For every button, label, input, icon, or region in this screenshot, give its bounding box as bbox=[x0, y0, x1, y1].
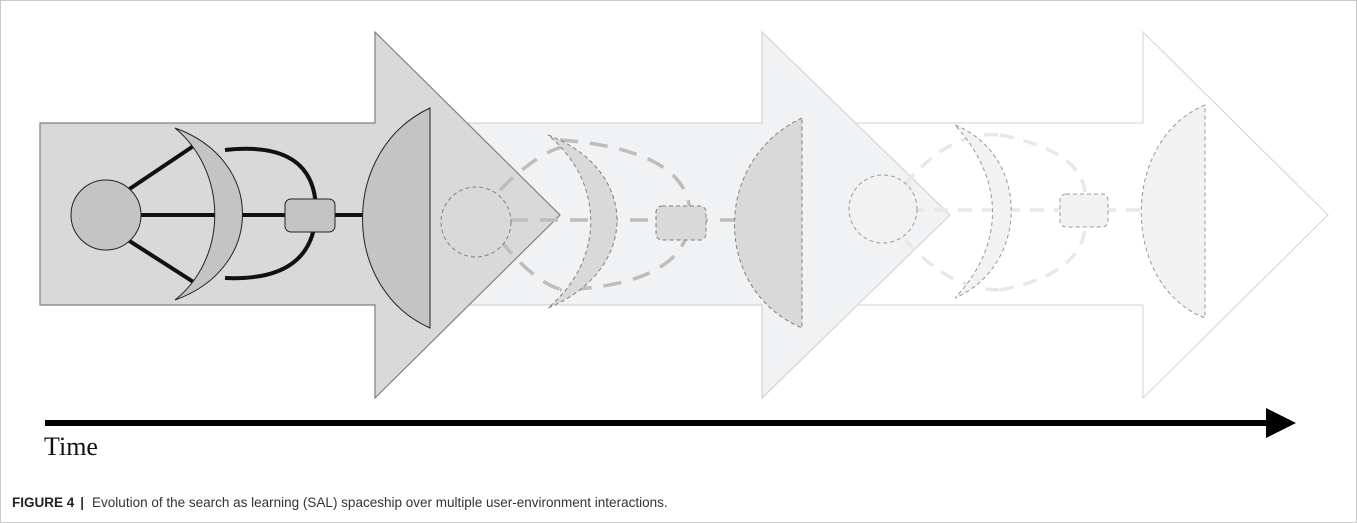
figure-number: FIGURE 4 bbox=[12, 495, 75, 510]
stage-2-link-top bbox=[498, 143, 576, 192]
caption-text: Evolution of the search as learning (SAL… bbox=[92, 495, 668, 510]
stage-3-link-arc-top bbox=[999, 133, 1087, 193]
stage-1-link-bottom bbox=[126, 238, 197, 285]
stage-2-crescent bbox=[547, 134, 618, 309]
time-axis-label: Time bbox=[44, 432, 98, 461]
time-axis bbox=[45, 408, 1296, 438]
stage-1-square-node bbox=[284, 198, 336, 233]
stage-1-spaceship bbox=[70, 107, 431, 329]
figure-caption: FIGURE 4 | Evolution of the search as lear… bbox=[12, 495, 668, 510]
stage-1-link-top bbox=[126, 143, 197, 192]
stage-3-link-arc-bottom bbox=[999, 227, 1087, 292]
time-axis-line bbox=[45, 420, 1270, 426]
stage-2-link-bottom bbox=[498, 238, 576, 293]
stage-2-spaceship bbox=[440, 117, 803, 329]
stage-3-link-top bbox=[903, 132, 1001, 187]
stage-3-crescent bbox=[954, 124, 1012, 299]
stage-2-circle-node bbox=[440, 186, 512, 258]
caption-separator: | bbox=[80, 495, 85, 510]
stage-3-circle-node bbox=[848, 174, 918, 244]
stage-3-spaceship bbox=[848, 104, 1206, 319]
time-axis-arrowhead bbox=[1266, 408, 1296, 438]
stage-2-square-node bbox=[655, 205, 707, 241]
stage-3-half-ellipse bbox=[1140, 104, 1206, 319]
stage-3-link-bottom bbox=[903, 238, 1001, 292]
stage-3-square-node bbox=[1059, 193, 1109, 228]
stage-1-half-ellipse bbox=[362, 107, 431, 329]
stage-1-circle-node bbox=[70, 179, 142, 251]
stage-1-crescent bbox=[174, 127, 243, 301]
stage-2-half-ellipse bbox=[734, 117, 803, 329]
